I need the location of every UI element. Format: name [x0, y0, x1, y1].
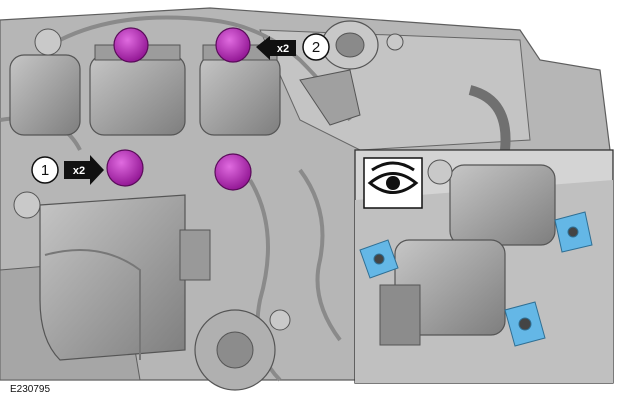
- solenoid-lower: [39, 194, 211, 361]
- inset-screw: [427, 159, 453, 185]
- callout-number: 2: [312, 39, 320, 56]
- callout-quantity: x2: [277, 43, 289, 55]
- inset-solenoid-lower: [379, 239, 506, 346]
- solenoid-left-edge: [9, 54, 81, 136]
- figure-code: E230795: [10, 384, 50, 395]
- callout-2: x2 2: [256, 33, 330, 61]
- highlighted-fasteners: [106, 27, 252, 191]
- inset-detail-view: [354, 149, 614, 384]
- callout-arrow-badge: [64, 155, 104, 185]
- inset-highlighted-brackets: [359, 211, 593, 347]
- callout-arrow-badge: [256, 36, 296, 60]
- housing-screws: [13, 28, 404, 331]
- callout-number-circle: [302, 33, 330, 61]
- callout-number: 1: [41, 162, 49, 179]
- bolt-top-left: [113, 27, 149, 63]
- bolt-bottom-right: [214, 153, 252, 191]
- eye-icon: [363, 157, 423, 209]
- bolt-top-right: [215, 27, 251, 63]
- callout-quantity: x2: [73, 165, 85, 177]
- callout-number-circle: [31, 156, 59, 184]
- inset-solenoid-upper: [449, 164, 556, 246]
- connector-ring: [299, 20, 379, 126]
- callout-1: 1 x2: [31, 155, 104, 185]
- lower-gear-housing: [194, 309, 276, 391]
- bolt-bottom-left: [106, 149, 144, 187]
